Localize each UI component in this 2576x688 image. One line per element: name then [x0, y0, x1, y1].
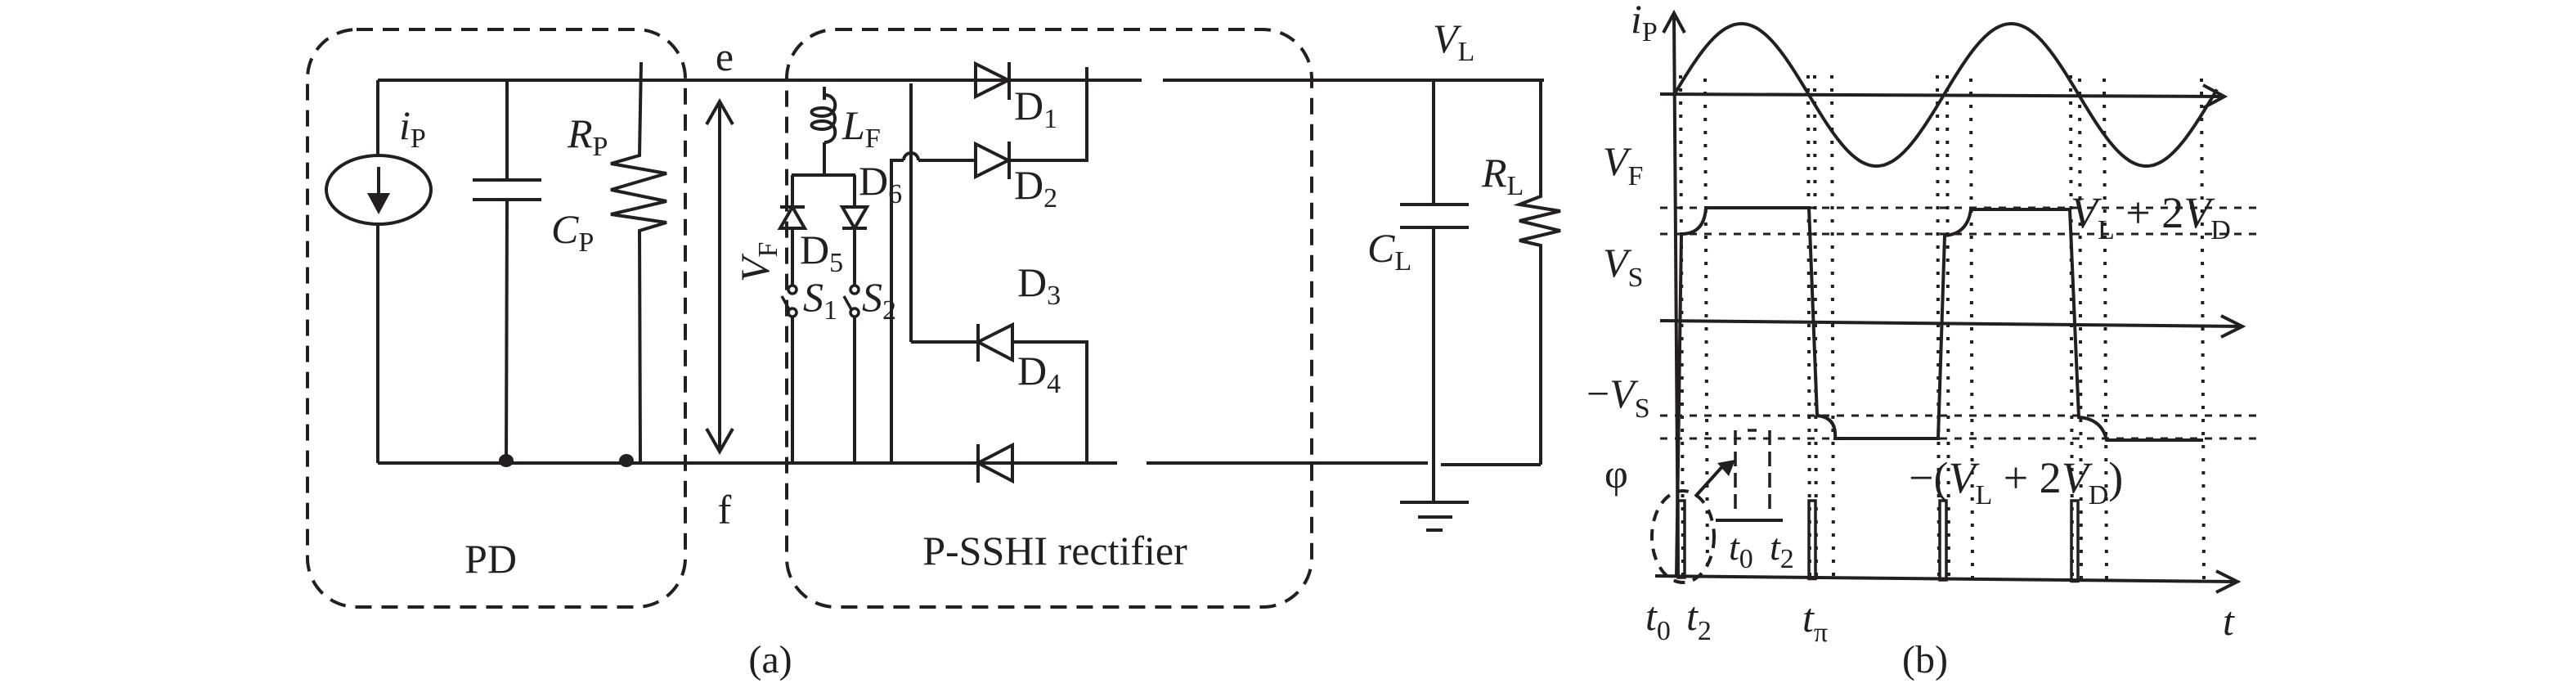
switch-s2-contact — [849, 307, 860, 318]
d5-label: D5 — [800, 227, 843, 278]
axis-arrow-right-icon — [2202, 83, 2228, 110]
ip-time-axis — [1659, 92, 2224, 98]
vf-double-arrow — [705, 97, 734, 456]
diode-d3 — [974, 322, 1014, 363]
switch-pulse — [1676, 499, 1686, 579]
vl-label: VL — [1433, 16, 1474, 67]
cl-label: CL — [1367, 225, 1411, 277]
current-source-ip — [325, 80, 433, 463]
junction-dot — [619, 454, 634, 467]
inset-pointer-arrow — [1694, 461, 1727, 498]
panel-b-waveforms: t0 t2 iP VF VS −VS φ VL + 2VD −(VL + 2VD… — [1586, 0, 2257, 681]
marker-tpi — [1813, 74, 1818, 578]
junction-dot — [499, 454, 514, 467]
marker — [2103, 78, 2108, 582]
marker — [1936, 74, 1941, 580]
current-arrow-icon — [367, 193, 390, 214]
diode-d5-switch-s1-branch — [777, 175, 808, 463]
switch-s2-contact — [849, 284, 860, 295]
pos-level-label: VL + 2VD — [2071, 188, 2231, 245]
resistor-rp — [610, 61, 667, 467]
node-f-label: f — [718, 487, 732, 533]
x-axis-label-t: t — [2223, 598, 2235, 644]
load-network — [1400, 80, 1561, 532]
lf-label: LF — [841, 102, 881, 154]
pd-block-outline — [306, 28, 687, 609]
marker-t2 — [1703, 78, 1709, 578]
cp-label: CP — [551, 206, 594, 258]
axis-arrow-up-icon — [1662, 9, 1686, 34]
ip-label: iP — [399, 102, 426, 154]
diode-d2 — [974, 141, 1012, 180]
marker — [2078, 78, 2083, 582]
d6-label: D6 — [859, 158, 902, 209]
diode-d6-switch-s2-branch — [839, 175, 870, 463]
panel-b-caption: (b) — [1902, 638, 1948, 681]
diode-d1 — [974, 61, 1012, 100]
time-label-t2: t2 — [1686, 593, 1712, 646]
time-label-t0: t0 — [1645, 593, 1671, 646]
inset-label-t0: t0 — [1729, 526, 1753, 574]
d1-label: D1 — [1014, 83, 1057, 134]
neg-vs-label: −VS — [1586, 371, 1650, 424]
vs-label: VS — [1603, 240, 1643, 293]
rp-label: RP — [567, 110, 608, 162]
vf-axis-label: VF — [1603, 138, 1643, 191]
inset-arrow-head-icon — [1717, 460, 1735, 476]
d2-label: D2 — [1014, 162, 1057, 214]
marker — [1830, 74, 1835, 578]
marker — [1945, 74, 1950, 580]
neg-level-label: −(VL + 2VD) — [1909, 453, 2123, 510]
time-marker-lines — [1679, 74, 2206, 582]
ip-sine-wave — [1672, 22, 2219, 168]
switch-s1-contact — [787, 284, 798, 295]
vf-label: VF — [732, 242, 783, 282]
switch-pulse — [2070, 499, 2080, 583]
marker — [1806, 74, 1811, 578]
pd-block-label: PD — [464, 536, 517, 582]
vf-time-axis — [1659, 319, 2242, 328]
phi-axis-label: φ — [1604, 451, 1628, 497]
panel-a-caption: (a) — [748, 638, 792, 681]
inset-label-t2: t2 — [1770, 526, 1794, 574]
rectifier-block-outline — [785, 28, 1313, 609]
inductor-lf — [792, 87, 855, 177]
marker — [2069, 74, 2074, 582]
vf-voltage-wave — [1675, 206, 2203, 577]
ip-axis-label: iP — [1631, 0, 1658, 47]
marker — [2200, 78, 2206, 582]
panel-a-circuit: iP CP RP PD e f VF — [306, 16, 1561, 681]
time-label-tpi: tπ — [1802, 595, 1828, 648]
capacitor-cp — [473, 80, 541, 467]
switch-pulse — [1938, 499, 1948, 582]
resistor-rl — [1513, 80, 1561, 465]
marker-t0 — [1679, 74, 1685, 578]
zoom-circle — [1650, 489, 1716, 584]
switch-s1-contact — [787, 307, 798, 318]
s1-label: S1 — [803, 274, 837, 326]
axis-arrow-right-icon — [2220, 314, 2246, 339]
node-e-label: e — [716, 34, 734, 79]
bridge-rectifier — [890, 61, 1088, 484]
diode-d4 — [974, 442, 1014, 484]
phi-switch-pulses — [1676, 499, 2080, 583]
d3-label: D3 — [1017, 259, 1061, 311]
switch-pulse — [1807, 499, 1817, 581]
marker — [1969, 78, 1974, 580]
d4-label: D4 — [1017, 348, 1061, 399]
rl-label: RL — [1481, 150, 1524, 201]
rectifier-block-label: P-SSHI rectifier — [922, 528, 1187, 573]
axis-arrow-right-icon — [2215, 569, 2242, 594]
